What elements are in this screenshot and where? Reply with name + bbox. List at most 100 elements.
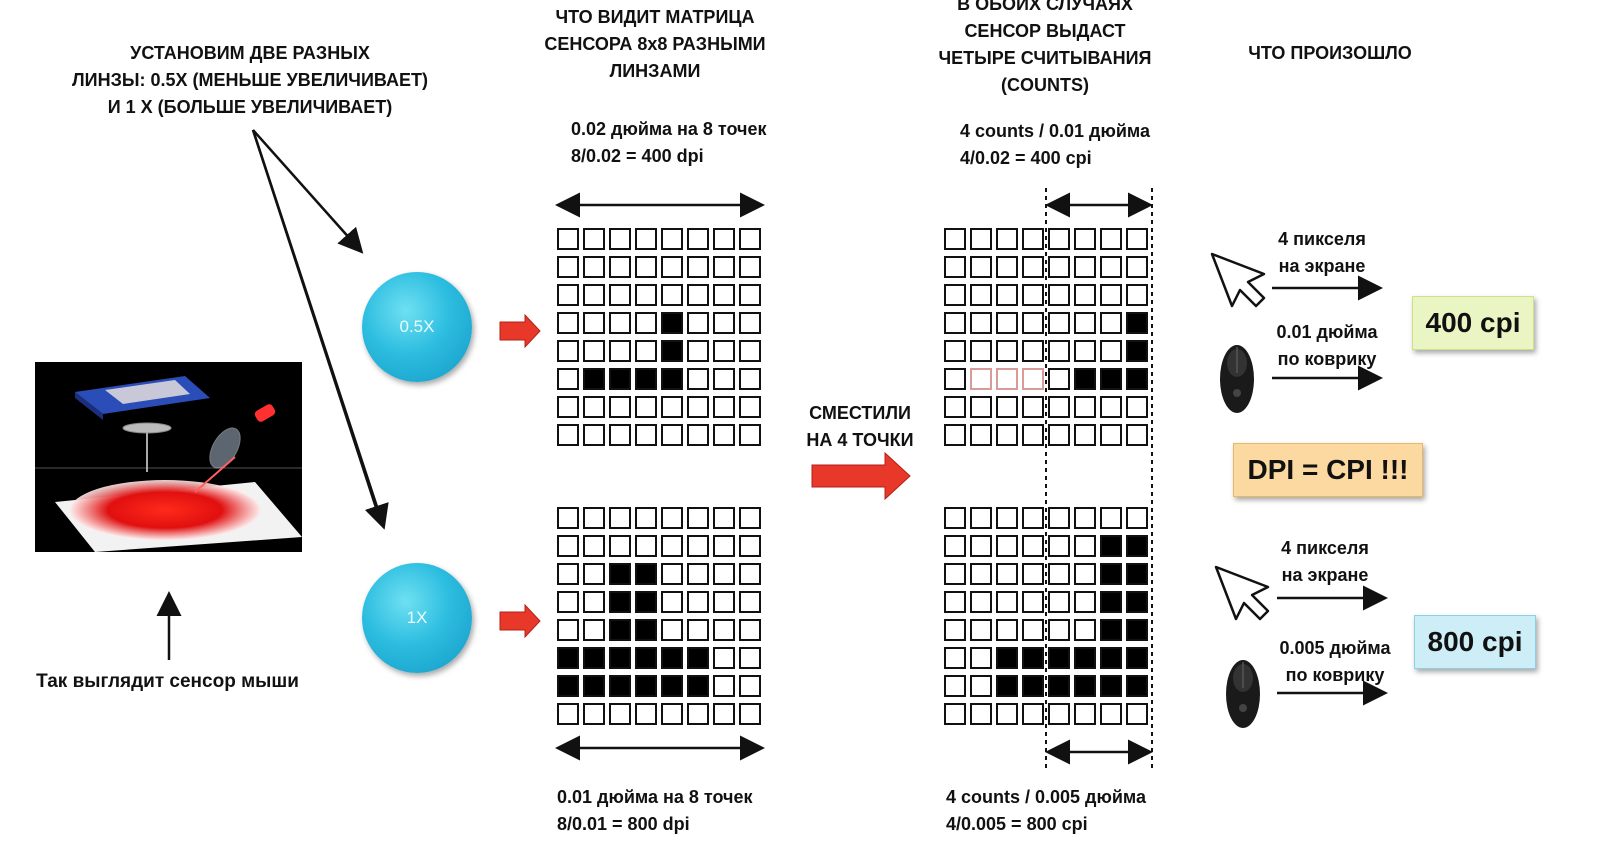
matrix-pixel xyxy=(635,368,657,390)
arrow-to-lens-one-shaft xyxy=(251,129,382,521)
lens-one: 1X xyxy=(362,563,472,673)
matrix-pixel xyxy=(1022,703,1044,725)
matrix-pixel xyxy=(661,591,683,613)
matrix-pixel xyxy=(1022,619,1044,641)
heading-matrix: ЧТО ВИДИТ МАТРИЦА СЕНСОРА 8x8 РАЗНЫМИ ЛИ… xyxy=(544,7,766,81)
matrix-pixel xyxy=(1074,312,1096,334)
matrix-pixel xyxy=(583,619,605,641)
matrix-pixel xyxy=(609,675,631,697)
matrix-pixel xyxy=(739,396,761,418)
matrix-pixel xyxy=(661,507,683,529)
matrix-pixel xyxy=(944,340,966,362)
top-pad-label: 0.01 дюйма по коврику xyxy=(1276,322,1378,369)
matrix-pixel xyxy=(1074,256,1096,278)
matrix-pixel xyxy=(970,647,992,669)
matrix-pixel xyxy=(1100,591,1122,613)
matrix-pixel xyxy=(996,675,1018,697)
matrix-pixel xyxy=(1126,619,1148,641)
matrix-pixel xyxy=(713,312,735,334)
matrix-pixel xyxy=(1100,563,1122,585)
matrix-pixel xyxy=(970,368,992,390)
top-matrix-note: 0.02 дюйма на 8 точек 8/0.02 = 400 dpi xyxy=(571,119,767,166)
matrix-pixel xyxy=(713,703,735,725)
matrix-pixel xyxy=(1100,368,1122,390)
matrix-pixel xyxy=(661,256,683,278)
matrix-pixel xyxy=(557,368,579,390)
matrix-pixel xyxy=(583,396,605,418)
matrix-pixel xyxy=(1048,424,1070,446)
matrix-pixel xyxy=(944,563,966,585)
matrix-pixel xyxy=(1126,312,1148,334)
matrix-pixel xyxy=(739,368,761,390)
matrix-pixel xyxy=(739,228,761,250)
matrix-pixel xyxy=(1126,675,1148,697)
matrix-pixel xyxy=(1100,284,1122,306)
matrix-pixel xyxy=(739,619,761,641)
matrix-pixel xyxy=(1048,256,1070,278)
matrix-pixel xyxy=(609,284,631,306)
matrix-pixel xyxy=(583,256,605,278)
matrix-pixel xyxy=(944,368,966,390)
matrix-pixel xyxy=(1048,703,1070,725)
matrix-pixel xyxy=(1100,396,1122,418)
matrix-pixel xyxy=(970,675,992,697)
matrix-pixel xyxy=(1126,563,1148,585)
matrix-pixel xyxy=(713,228,735,250)
grid-bottom-before xyxy=(557,507,761,725)
matrix-pixel xyxy=(739,507,761,529)
matrix-pixel xyxy=(687,396,709,418)
matrix-pixel xyxy=(944,256,966,278)
matrix-pixel xyxy=(1048,675,1070,697)
matrix-pixel xyxy=(970,312,992,334)
matrix-pixel xyxy=(609,368,631,390)
matrix-pixel xyxy=(609,563,631,585)
matrix-pixel xyxy=(739,424,761,446)
matrix-pixel xyxy=(687,424,709,446)
matrix-pixel xyxy=(583,703,605,725)
heading-left: УСТАНОВИМ ДВЕ РАЗНЫХ ЛИНЗЫ: 0.5X (МЕНЬШЕ… xyxy=(72,43,428,117)
matrix-pixel xyxy=(1022,312,1044,334)
matrix-pixel xyxy=(635,424,657,446)
matrix-pixel xyxy=(1126,591,1148,613)
matrix-pixel xyxy=(609,507,631,529)
matrix-pixel xyxy=(996,340,1018,362)
matrix-pixel xyxy=(970,424,992,446)
matrix-pixel xyxy=(1048,619,1070,641)
matrix-pixel xyxy=(1100,507,1122,529)
matrix-pixel xyxy=(1100,256,1122,278)
matrix-pixel xyxy=(609,424,631,446)
matrix-pixel xyxy=(635,563,657,585)
badge-dpi-cpi: DPI = CPI !!! xyxy=(1233,443,1423,497)
matrix-pixel xyxy=(713,396,735,418)
matrix-pixel xyxy=(739,284,761,306)
matrix-pixel xyxy=(635,675,657,697)
matrix-pixel xyxy=(970,535,992,557)
bottom-screen-label: 4 пикселя на экране xyxy=(1281,538,1369,585)
matrix-pixel xyxy=(661,675,683,697)
matrix-pixel xyxy=(661,535,683,557)
arrow-to-lens-half xyxy=(252,129,364,254)
matrix-pixel xyxy=(739,591,761,613)
matrix-pixel xyxy=(1074,675,1096,697)
cursor-icon-bottom xyxy=(1214,565,1270,621)
matrix-pixel xyxy=(1126,396,1148,418)
matrix-pixel xyxy=(583,312,605,334)
matrix-pixel xyxy=(687,703,709,725)
matrix-pixel xyxy=(1022,396,1044,418)
matrix-pixel xyxy=(1074,703,1096,725)
matrix-pixel xyxy=(713,591,735,613)
matrix-pixel xyxy=(996,591,1018,613)
red-arrow-shift xyxy=(811,451,911,501)
matrix-pixel xyxy=(1048,284,1070,306)
matrix-pixel xyxy=(996,619,1018,641)
matrix-pixel xyxy=(739,256,761,278)
mouse-icon-top xyxy=(1220,345,1254,413)
matrix-pixel xyxy=(944,507,966,529)
matrix-pixel xyxy=(1074,424,1096,446)
matrix-pixel xyxy=(1022,563,1044,585)
matrix-pixel xyxy=(609,647,631,669)
top-counts-note: 4 counts / 0.01 дюйма 4/0.02 = 400 cpi xyxy=(960,121,1151,168)
matrix-pixel xyxy=(713,368,735,390)
matrix-pixel xyxy=(1022,284,1044,306)
